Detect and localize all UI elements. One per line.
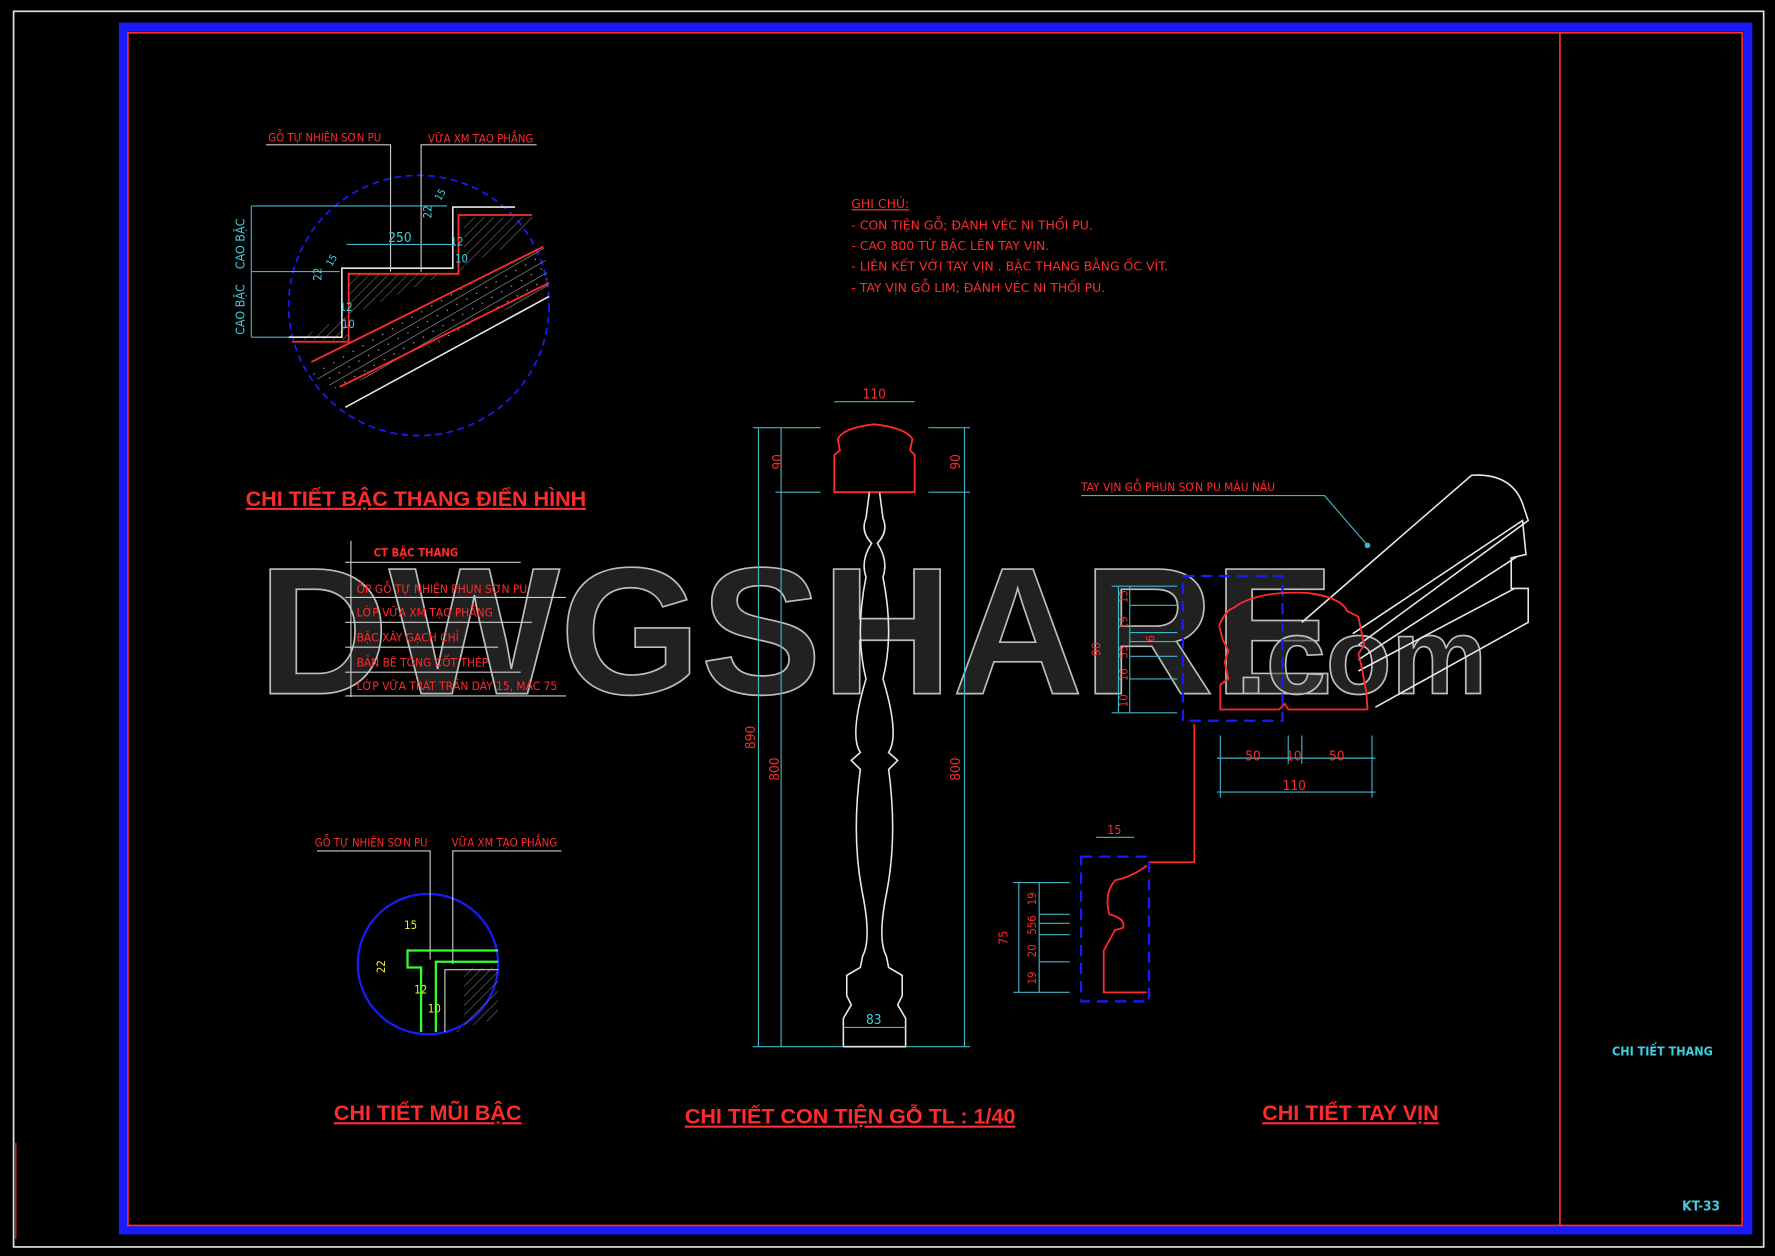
legend-row: ỐP GỖ TỰ NHIÊN PHUN SƠN PU: [345, 579, 567, 599]
label-mortar: VỮA XM TẠO PHẲNG: [428, 131, 534, 146]
legend-title: CT BẬC THANG: [374, 547, 459, 560]
dim-15: 15: [433, 187, 448, 203]
dim-left: 16: [1117, 668, 1130, 681]
legend-row: BẬC XÂY GẠCH CHỈ: [345, 629, 499, 648]
nosing-dim-10: 10: [428, 1003, 441, 1016]
nosing-label-mortar: VỮA XM TẠO PHẲNG: [452, 834, 558, 849]
legend-layer: BẬC XÂY GẠCH CHỈ: [357, 629, 459, 645]
dim-head-left: 90: [770, 454, 786, 470]
note-item: - CAO 800 TỪ BẬC LÊN TAY VỊN.: [851, 238, 1049, 253]
profile-dim: 20: [1026, 944, 1039, 957]
nosing-detail: GỖ TỰ NHIÊN SƠN PU VỮA XM TẠO PHẲNG 15 2…: [315, 834, 562, 1125]
profile-callout-box: [1079, 855, 1151, 1003]
dim-12b: 12: [340, 301, 353, 314]
soffit-line: [344, 295, 550, 409]
handrail-detail: TAY VỊN GỖ PHUN SƠN PU MÀU NÂU 50 10 50 …: [995, 474, 1530, 1125]
sheet-name: CHI TIẾT THANG: [1612, 1043, 1713, 1059]
nosing-dim-22: 22: [375, 960, 388, 973]
dim-left: 6: [1145, 635, 1158, 641]
baluster-title: CHI TIẾT CON TIỆN GỖ TL : 1/40: [685, 1103, 1016, 1129]
stair-detail-title: CHI TIẾT BẬC THANG ĐIỂN HÌNH: [246, 486, 586, 511]
baluster-detail: 110 90 90 890 800 800 83 CHI TIẾT CON TI…: [685, 386, 1016, 1128]
nosing-title: CHI TIẾT MŨI BẬC: [334, 1100, 522, 1125]
dim-height: 90: [1088, 642, 1103, 656]
profile-dim-width: 15: [1107, 822, 1121, 837]
handrail-3d-side: [1352, 519, 1530, 708]
profile-dim: 19: [1026, 971, 1039, 984]
watermark-main: DWGSHARE: [258, 531, 1335, 733]
dim-left: 10: [1117, 694, 1130, 707]
handrail-section: [833, 423, 916, 494]
step-wood: [288, 206, 516, 338]
dim-height-left: 800: [767, 757, 783, 780]
step-mortar: [292, 214, 533, 343]
detail-circle: [287, 174, 550, 437]
note-item: - LIÊN KẾT VỚI TAY VỊN . BẬC THANG BẰNG …: [851, 257, 1168, 273]
handrail-section: [1218, 591, 1369, 711]
dim-head-right: 90: [948, 454, 964, 470]
legend-row: LỚP VỮA TRÁT TRẦN DÀY 15, MÁC 75: [345, 677, 567, 697]
legend-layer: BẢN BÊ TÔNG CỐT THÉP: [357, 653, 489, 669]
dim-left: 15: [1117, 590, 1130, 603]
dim-height-right: 800: [948, 757, 964, 780]
watermark: DWGSHARE .com: [257, 530, 1488, 734]
handrail-label: TAY VỊN GỖ PHUN SƠN PU MÀU NÂU: [1080, 477, 1275, 494]
riser-label-upper: CAO BẬC: [233, 218, 248, 269]
profile-dim-height: 75: [995, 931, 1010, 945]
legend-layer: LỚP VỮA TRÁT TRẦN DÀY 15, MÁC 75: [357, 677, 558, 693]
general-notes: GHI CHÚ: - CON TIỆN GỖ; ĐÁNH VÉC NI THỔI…: [851, 196, 1168, 295]
dim-tread: 250: [388, 230, 411, 246]
handrail-3d-top: [1301, 474, 1530, 646]
legend-layer: ỐP GỖ TỰ NHIÊN PHUN SƠN PU: [357, 579, 528, 596]
note-item: - CON TIỆN GỖ; ĐÁNH VÉC NI THỔI PU.: [851, 216, 1093, 233]
dim-bottom: 50: [1245, 748, 1261, 764]
nosing-dim-12: 12: [414, 983, 427, 996]
dim-bottom: 10: [1286, 748, 1302, 764]
handrail-title: CHI TIẾT TAY VỊN: [1262, 1100, 1438, 1125]
watermark-suffix: .com: [1236, 597, 1487, 717]
legend-row: LỚP VỮA XM TẠO PHẲNG: [345, 603, 533, 623]
nosing-label-wood: GỖ TỰ NHIÊN SƠN PU: [315, 834, 428, 849]
nosing-wood: [406, 949, 499, 1032]
callout-leader: [1148, 724, 1196, 864]
nosing-circle: [356, 892, 500, 1036]
layer-legend: CT BẬC THANG ỐP GỖ TỰ NHIÊN PHUN SƠN PU …: [345, 540, 567, 698]
dim-left: 55: [1117, 646, 1130, 659]
dim-12: 12: [451, 236, 464, 249]
profile-section: [1102, 864, 1148, 994]
sheet-number: KT-33: [1682, 1199, 1720, 1215]
dim-10: 10: [455, 253, 468, 266]
red-frame: [127, 31, 1744, 1227]
notes-title: GHI CHÚ:: [851, 196, 909, 211]
legend-row: BẢN BÊ TÔNG CỐT THÉP: [345, 653, 521, 673]
detail-callout-box: [1181, 574, 1284, 722]
profile-dim: 19: [1026, 892, 1039, 905]
dim-top-width: 110: [863, 386, 886, 402]
stair-detail: GỖ TỰ NHIÊN SƠN PU VỮA XM TẠO PHẲNG 250 …: [233, 129, 587, 510]
dim-10b: 10: [342, 318, 355, 331]
baluster-profile: [842, 492, 907, 1048]
dim-22b: 22: [311, 268, 324, 281]
outer-border: [12, 10, 1765, 1248]
dim-total-width: 110: [1283, 778, 1306, 794]
nosing-dim-15: 15: [404, 919, 417, 932]
legend-layer: LỚP VỮA XM TẠO PHẲNG: [357, 603, 493, 620]
dim-total: 890: [743, 726, 759, 749]
concrete-slab: [305, 243, 550, 391]
dim-left: 19: [1117, 616, 1130, 629]
dim-22: 22: [421, 205, 434, 218]
dim-15b: 15: [325, 253, 340, 269]
dim-bottom: 50: [1329, 748, 1345, 764]
profile-dim: 556: [1026, 915, 1039, 934]
hatch-fill: [294, 214, 544, 340]
dim-base: 83: [866, 1012, 882, 1028]
label-wood: GỖ TỰ NHIÊN SƠN PU: [268, 129, 381, 144]
blue-frame: [118, 22, 1753, 1235]
note-item: - TAY VỊN GỖ LIM; ĐÁNH VÉC NI THỔI PU.: [851, 278, 1105, 295]
riser-label-lower: CAO BẬC: [233, 284, 248, 335]
